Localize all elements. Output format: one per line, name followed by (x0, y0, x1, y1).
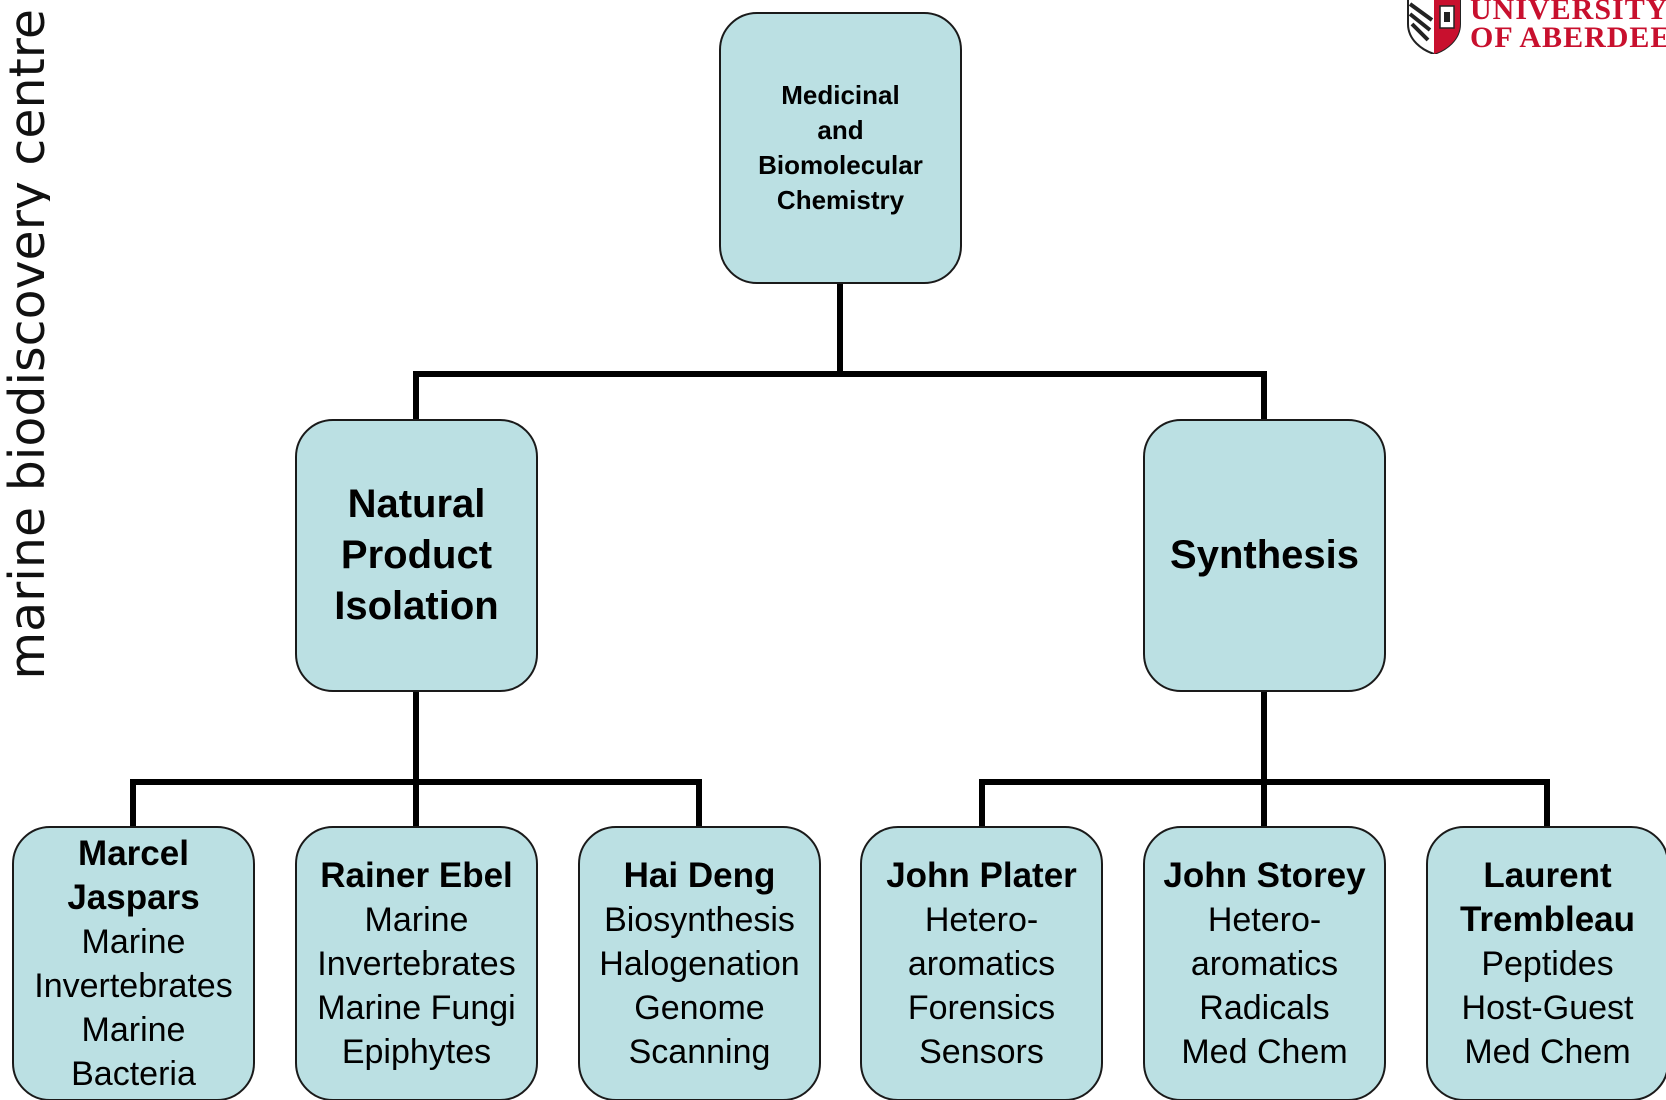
logo-wordmark: UNIVERSITY OF ABERDEEN (1470, 0, 1666, 54)
person-name: Rainer Ebel (320, 855, 513, 895)
node-marcel-jaspars: Marcel Jaspars Marine Invertebrates Mari… (12, 826, 255, 1100)
branch-label-right: Synthesis (1170, 533, 1359, 577)
node-synthesis: Synthesis (1143, 419, 1386, 692)
person-topic: Bacteria (71, 1054, 196, 1093)
person-topic: Hetero- (1207, 900, 1322, 939)
person-topic: Invertebrates (34, 966, 233, 1005)
person-topic: Genome (634, 988, 765, 1027)
person-topic: Epiphytes (341, 1032, 492, 1071)
person-topic: aromatics (907, 944, 1056, 983)
person-topic: Marine (364, 900, 469, 939)
person-name: John Storey (1163, 855, 1366, 895)
person-topic: Med Chem (1181, 1032, 1348, 1071)
person-topic: Hetero- (924, 900, 1039, 939)
node-john-storey: John Storey Hetero- aromatics Radicals M… (1143, 826, 1386, 1100)
branch-label-left: Natural Product Isolation (334, 482, 499, 628)
person-topic: Med Chem (1464, 1032, 1631, 1071)
person-name: Laurent Trembleau (1459, 855, 1636, 939)
node-laurent-trembleau: Laurent Trembleau Peptides Host-Guest Me… (1426, 826, 1666, 1100)
person-name: Hai Deng (623, 855, 776, 895)
node-root: Medicinal and Biomolecular Chemistry (719, 12, 962, 284)
person-topic: Marine (81, 922, 186, 961)
person-name: John Plater (886, 855, 1077, 895)
person-topic: Peptides (1481, 944, 1614, 983)
crest-icon (1407, 0, 1461, 54)
root-label: Medicinal and Biomolecular Chemistry (758, 80, 923, 215)
person-name: Marcel Jaspars (67, 833, 200, 917)
node-john-plater: John Plater Hetero- aromatics Forensics … (860, 826, 1103, 1100)
person-topic: Radicals (1199, 988, 1330, 1027)
person-topic: aromatics (1190, 944, 1339, 983)
person-topic: Halogenation (599, 944, 800, 983)
node-hai-deng: Hai Deng Biosynthesis Halogenation Genom… (578, 826, 821, 1100)
person-topic: Invertebrates (317, 944, 516, 983)
person-topic: Scanning (628, 1032, 771, 1071)
logo-line-2: OF ABERDEEN (1470, 21, 1666, 54)
person-topic: Marine (81, 1010, 186, 1049)
node-rainer-ebel: Rainer Ebel Marine Invertebrates Marine … (295, 826, 538, 1100)
person-topic: Forensics (907, 988, 1056, 1027)
university-logo: UNIVERSITY OF ABERDEEN (1404, 0, 1666, 54)
person-topic: Host-Guest (1461, 988, 1634, 1027)
person-topic: Biosynthesis (604, 900, 795, 939)
node-natural-product-isolation: Natural Product Isolation (295, 419, 538, 692)
person-topic: Marine Fungi (317, 988, 516, 1027)
logo-line-1: UNIVERSITY (1470, 0, 1666, 26)
person-topic: Sensors (919, 1032, 1044, 1071)
